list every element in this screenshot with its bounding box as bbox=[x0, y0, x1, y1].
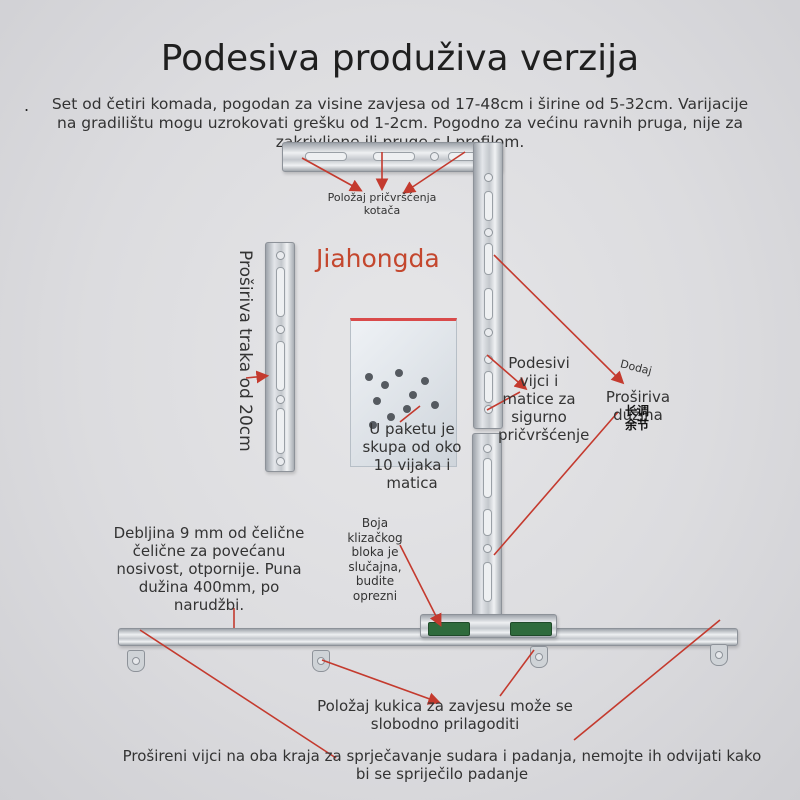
hook-4 bbox=[710, 644, 728, 666]
hook-3 bbox=[530, 646, 548, 668]
label-package: U paketu je skupa od oko 10 vijaka i mat… bbox=[362, 420, 462, 492]
label-thickness: Debljina 9 mm od čelične čelične za pove… bbox=[113, 524, 305, 614]
label-hook-position: Položaj kukica za zavjesu može se slobod… bbox=[317, 697, 573, 733]
label-screws: Podesivi vijci i matice za sigurno pričv… bbox=[498, 354, 590, 444]
hook-2 bbox=[312, 650, 330, 672]
label-extension-strip: Proširiva traka od 20cm bbox=[235, 250, 255, 452]
page-title: Podesiva produživa verzija bbox=[160, 38, 640, 79]
hook-1 bbox=[127, 650, 145, 672]
label-extendable-length: Proširiva dužina bbox=[605, 388, 671, 424]
intro-text: Set od četiri komada, pogodan za visine … bbox=[51, 95, 749, 151]
extension-strip bbox=[265, 242, 295, 472]
bullet-dot: . bbox=[24, 96, 30, 115]
label-cn: 长调 余节 bbox=[624, 404, 649, 432]
lower-bracket-vertical bbox=[472, 433, 502, 635]
brand-watermark: Jiahongda bbox=[316, 244, 440, 273]
top-bracket-vertical bbox=[473, 142, 503, 429]
label-wheel-position: Položaj pričvršćenja kotača bbox=[327, 191, 437, 217]
label-block-color: Boja klizačkog bloka je slučajna, budite… bbox=[347, 516, 403, 603]
slider-block-right bbox=[510, 622, 552, 636]
label-ends: Prošireni vijci na oba kraja za sprječav… bbox=[122, 747, 762, 783]
screw-bag bbox=[350, 318, 457, 467]
